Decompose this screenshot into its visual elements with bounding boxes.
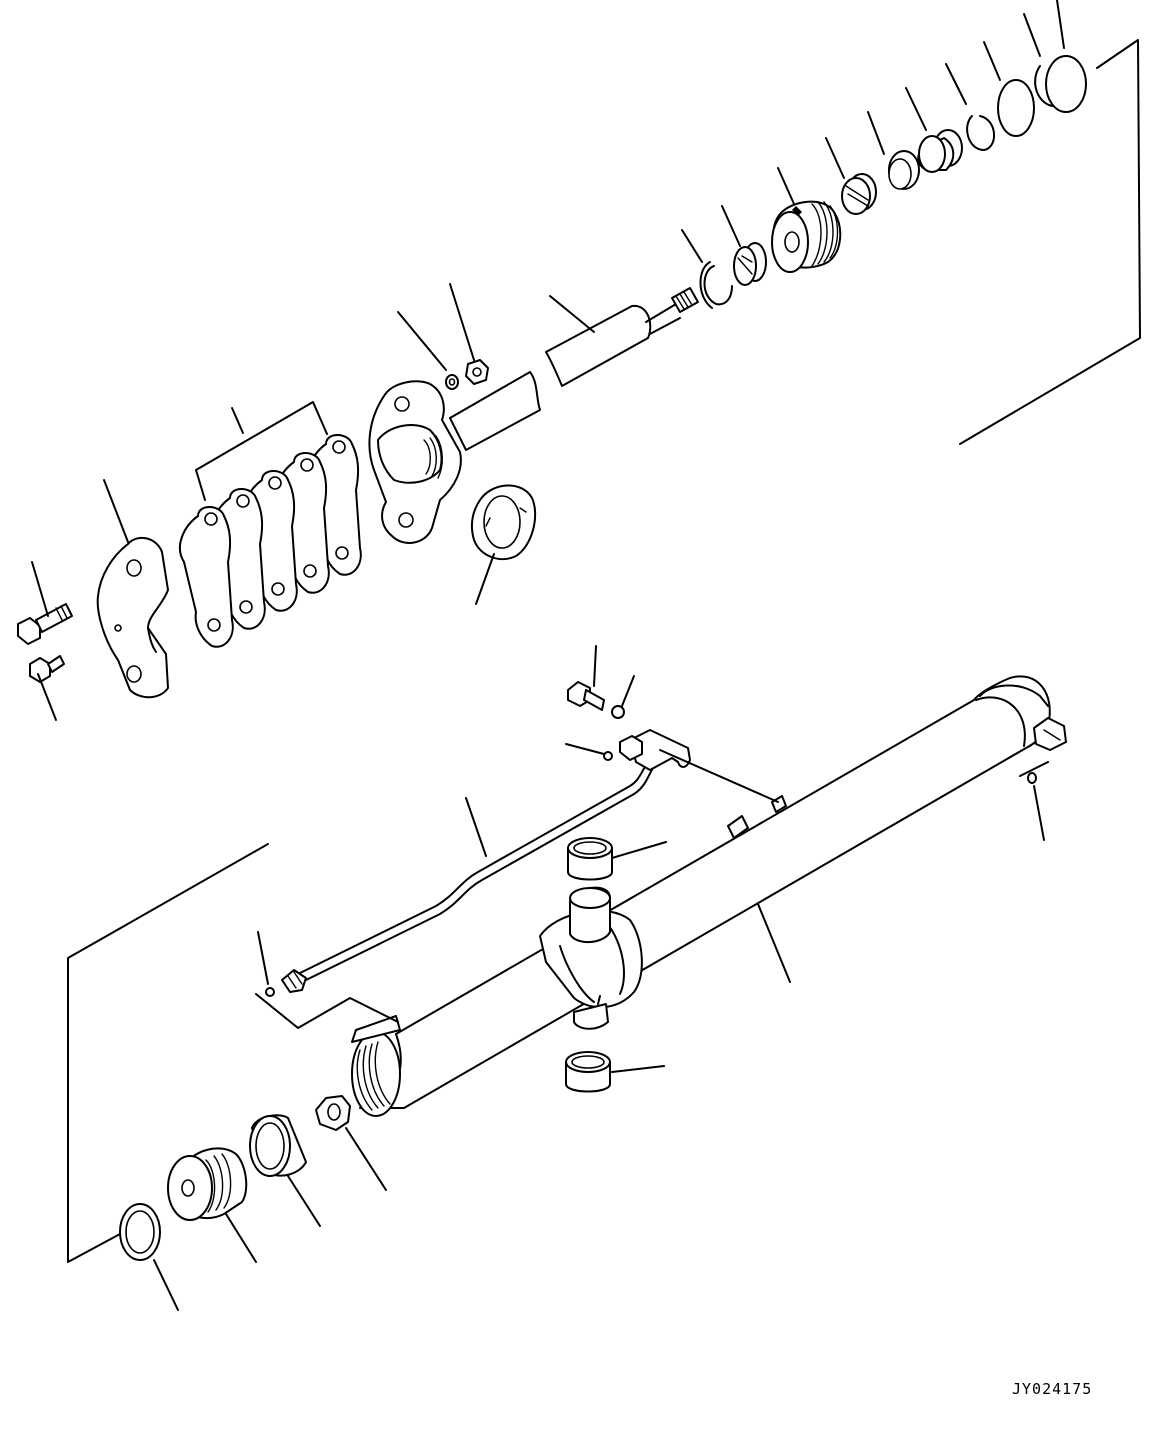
hydraulic-pipe xyxy=(266,762,654,996)
wear-ring-2 xyxy=(918,130,962,172)
rod-washer xyxy=(446,375,458,389)
upper-group-bracket xyxy=(960,40,1140,444)
trunnion-bushing-bottom xyxy=(566,1052,610,1092)
wear-ring-1 xyxy=(842,174,876,214)
tube-nut xyxy=(316,1096,350,1130)
clamp-bolt xyxy=(568,682,604,710)
lower-piston-head xyxy=(168,1148,246,1220)
backup-ring xyxy=(967,116,994,150)
pipe-clamp xyxy=(604,730,690,770)
leader-lines xyxy=(32,0,1064,1310)
cylinder-tube xyxy=(352,676,1050,1116)
piston-seal xyxy=(889,151,919,189)
rod-end-flange xyxy=(369,381,460,543)
tube-end-fitting xyxy=(1034,718,1066,750)
clamp-cap xyxy=(98,538,168,697)
lower-group-bracket xyxy=(68,844,268,1262)
rod-nut xyxy=(466,360,488,384)
tube-end-oring xyxy=(1028,773,1036,783)
grease-fitting xyxy=(30,656,64,682)
piston xyxy=(772,202,840,272)
trunnion xyxy=(540,888,642,1029)
trunnion-bushing-top xyxy=(568,838,612,880)
lower-seal-ring xyxy=(120,1204,160,1260)
cap-bolt xyxy=(18,604,72,644)
rod-spacer xyxy=(734,243,766,285)
o-ring xyxy=(998,80,1034,136)
lower-bushing xyxy=(250,1115,306,1176)
piston-rod xyxy=(450,288,698,450)
pipe-oring-bracket xyxy=(256,994,398,1028)
bushing-ring xyxy=(472,485,535,559)
shim-group-bracket xyxy=(196,402,327,470)
clamp-washer xyxy=(612,706,624,718)
dust-seal xyxy=(1035,56,1086,112)
snap-ring xyxy=(701,262,733,308)
drawing-code: JY024175 xyxy=(1012,1380,1093,1398)
tube-port-boss xyxy=(728,816,748,838)
tube-end-bracket xyxy=(660,750,778,802)
shim-plates xyxy=(180,435,361,647)
